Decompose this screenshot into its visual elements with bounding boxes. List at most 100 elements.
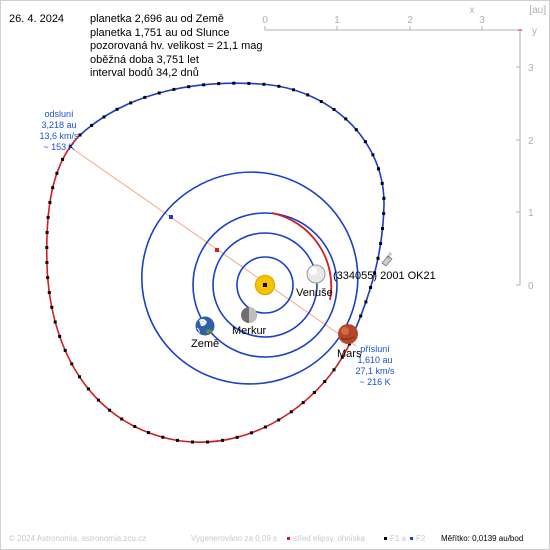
x-tick-label: 2 — [407, 15, 413, 26]
orbit-point-marker — [143, 95, 147, 99]
orbit-point-marker — [221, 438, 224, 442]
copyright-link[interactable]: © 2024 Astronomia, astronomia.zcu.cz — [9, 534, 147, 543]
orbit-point-marker — [187, 85, 191, 89]
y-tick-label: 2 — [528, 136, 534, 147]
orbit-point-marker — [235, 435, 239, 439]
orbit-point-marker — [359, 314, 363, 318]
x-tick-label: 3 — [479, 15, 485, 26]
perihelion-distance: 1,610 au — [357, 355, 393, 365]
orbit-point-marker — [381, 227, 384, 230]
orbit-point-marker — [70, 362, 74, 366]
orbit-point-marker — [120, 417, 124, 421]
legend-ellipse-center: střed elipsy, ohniska — [287, 534, 365, 543]
orbit-point-marker — [129, 101, 133, 105]
orbit-point-marker — [115, 107, 119, 111]
ellipse-center-marker — [215, 248, 219, 252]
orbit-point-marker — [277, 418, 281, 422]
orbit-point-marker — [147, 431, 150, 435]
info-line: planetka 2,696 au od Země — [90, 13, 224, 25]
footer-bar: © 2024 Astronomia, astronomia.zcu.cz Vyg… — [0, 533, 550, 547]
orbit-point-marker — [133, 425, 137, 428]
asteroid-orbit-south — [45, 134, 356, 443]
mars-orbit-blue-arc — [153, 171, 266, 230]
orbit-point-marker — [312, 391, 316, 394]
orbit-point-marker — [306, 93, 310, 97]
orbit-point-marker — [379, 242, 383, 245]
aphelion-distance: 3,218 au — [41, 120, 77, 130]
orbit-point-marker — [86, 387, 90, 391]
orbit-point-marker — [344, 117, 348, 121]
orbit-point-marker — [58, 334, 62, 338]
perihelion-temperature: ~ 216 K — [359, 377, 391, 387]
date-label: 26. 4. 2024 — [9, 13, 65, 25]
orbit-point-marker — [61, 157, 65, 161]
red-square-icon — [287, 537, 290, 541]
asteroid-icon: ast — [381, 251, 394, 267]
perihelion-info: přísluní 1,610 au 27,1 km/s ~ 216 K — [352, 344, 398, 388]
orbit-point-marker — [332, 108, 336, 111]
orbit-point-marker — [202, 83, 206, 87]
blue-square-icon — [410, 537, 413, 541]
orbit-point-marker — [301, 401, 305, 405]
orbit-point-marker — [63, 348, 67, 352]
asteroid-orbit-north — [79, 82, 385, 331]
orbit-point-marker — [45, 261, 49, 264]
scale-label: Měřítko: 0,0139 au/bod — [441, 534, 524, 543]
mercury-label: Merkur — [232, 325, 267, 337]
apsis-line — [69, 146, 357, 347]
orbit-point-marker — [369, 286, 373, 289]
earth-label: Země — [191, 338, 219, 350]
orbit-point-marker — [96, 398, 100, 402]
focus-f2-marker — [169, 215, 173, 219]
orbit-point-marker — [380, 181, 384, 185]
mars-orbit-below-ecliptic — [271, 212, 333, 301]
orbit-point-marker — [376, 256, 380, 260]
aphelion-title: odsluní — [44, 109, 74, 119]
y-axis-letter: y — [532, 26, 537, 37]
info-panel: planetka 2,696 au od Země planetka 1,751… — [90, 13, 263, 81]
info-line: pozorovaná hv. velikost = 21,1 mag — [90, 40, 263, 52]
aphelion-temperature: ~ 153 K — [43, 142, 75, 152]
orbit-point-marker — [46, 276, 50, 280]
orbit-point-marker — [172, 87, 176, 91]
info-line: oběžná doba 3,751 let — [90, 53, 199, 66]
mars-label: Mars — [337, 348, 362, 360]
y-tick-label: 3 — [528, 63, 534, 74]
mars-icon — [338, 324, 358, 344]
orbit-point-marker — [319, 100, 323, 103]
mars-orbit — [140, 172, 359, 385]
generation-time: Vygenerováno za 0,09 s — [191, 534, 277, 543]
perihelion-speed: 27,1 km/s — [355, 366, 395, 376]
y-tick-label: 1 — [528, 208, 534, 219]
orbit-point-marker — [157, 91, 161, 95]
orbit-point-marker — [340, 355, 344, 359]
orbit-point-marker — [45, 246, 49, 249]
sun-icon — [254, 274, 276, 296]
x-tick-label: 0 — [262, 15, 268, 26]
orbit-point-marker — [78, 133, 82, 137]
orbit-point-marker — [263, 425, 267, 429]
orbit-point-marker — [247, 81, 251, 85]
mercury-orbit — [236, 256, 294, 314]
orbit-point-marker — [191, 440, 194, 444]
orbit-point-marker — [354, 128, 358, 132]
earth-icon — [195, 316, 215, 336]
orbit-point-marker — [232, 81, 236, 85]
orbit-point-marker — [262, 82, 266, 86]
orbit-point-marker — [382, 212, 386, 215]
x-axis-letter: x — [470, 5, 475, 16]
axis-unit-label: [au] — [529, 5, 546, 16]
orbit-point-marker — [176, 438, 179, 442]
legend-focus-f2: F2 — [410, 534, 425, 543]
orbit-point-marker — [217, 82, 221, 86]
perihelion-title: přísluní — [360, 344, 390, 354]
black-square-icon — [384, 537, 387, 541]
mercury-icon — [241, 307, 257, 323]
orbit-point-marker — [102, 115, 106, 119]
orbit-point-marker — [289, 410, 293, 414]
orbit-point-marker — [78, 375, 81, 379]
venus-orbit — [212, 232, 318, 338]
orbit-point-marker — [364, 300, 368, 304]
orbit-point-marker — [382, 196, 386, 200]
